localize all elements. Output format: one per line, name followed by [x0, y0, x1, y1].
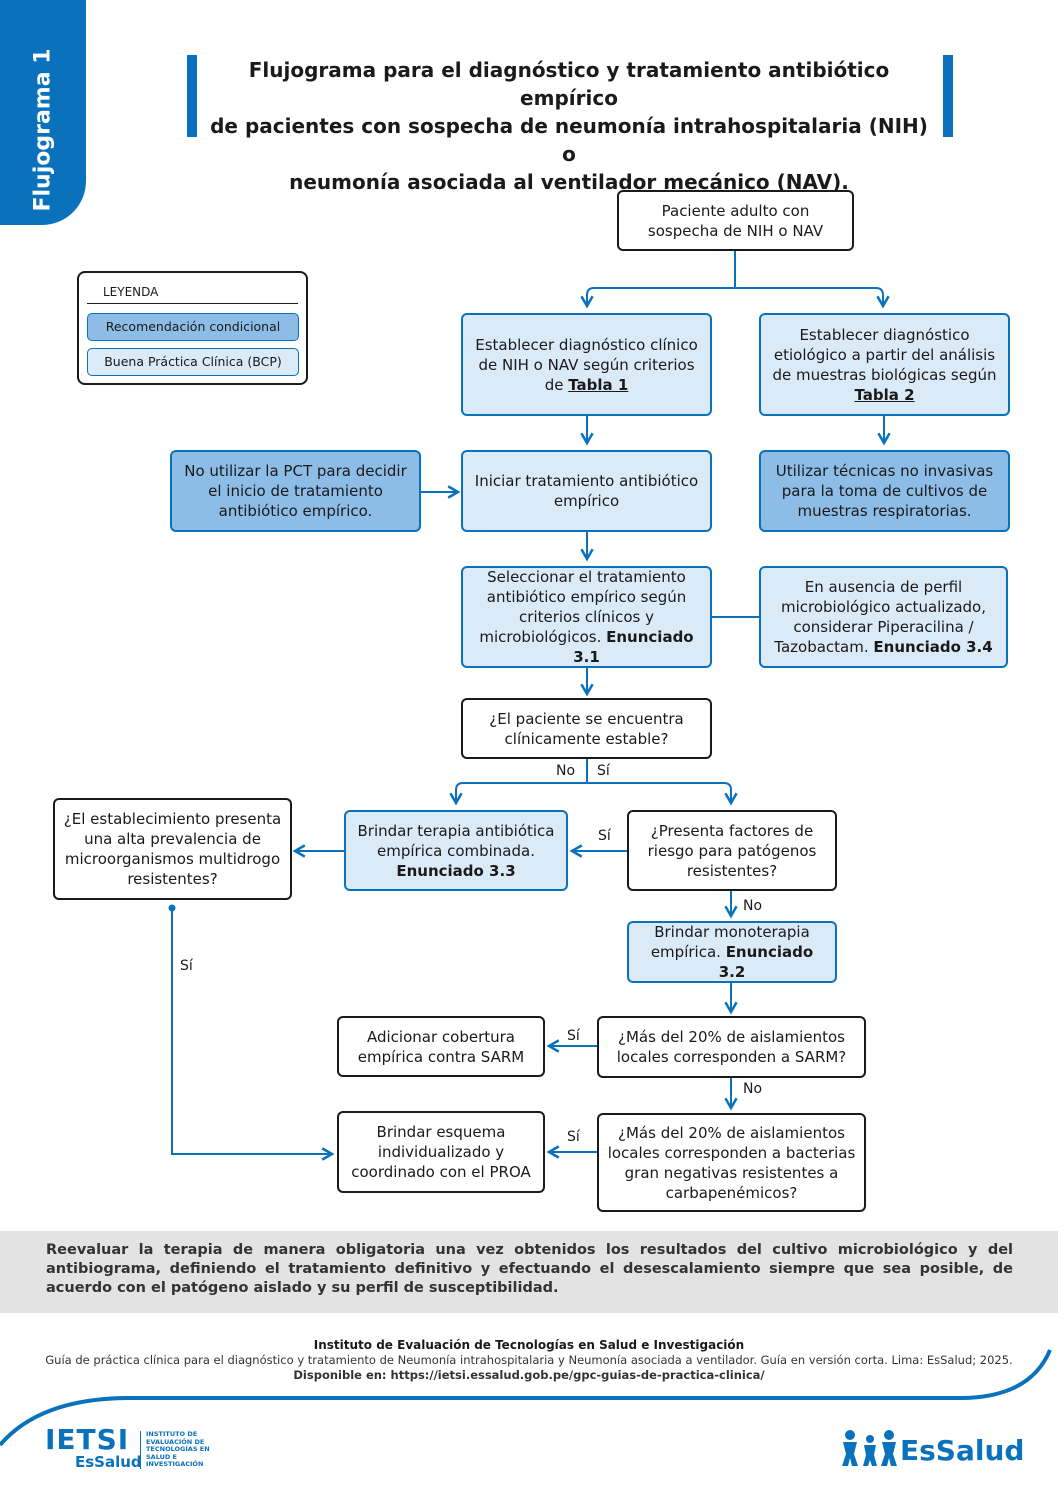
- legend-bcp: Buena Práctica Clínica (BCP): [87, 348, 299, 376]
- ietsi-logo: IETSI EsSalud: [45, 1423, 142, 1471]
- node-proa: Brindar esquema individualizado y coordi…: [337, 1111, 545, 1193]
- connector: [171, 908, 335, 1161]
- label-si: Sí: [598, 828, 611, 844]
- connector: [735, 287, 890, 309]
- side-tab: Flujograma 1: [0, 0, 86, 225]
- citation-link[interactable]: Disponible en: https://ietsi.essalud.gob…: [293, 1368, 765, 1382]
- connector-dot: [168, 904, 176, 912]
- connector: [449, 782, 587, 806]
- label-no: No: [556, 763, 576, 779]
- flow-connectors: [168, 251, 891, 1161]
- node-etiologic-diagnosis: Establecer diagnóstico etiológico a part…: [759, 313, 1010, 416]
- node-piperacillin: En ausencia de perfil microbiológico act…: [759, 566, 1008, 668]
- label-no: No: [743, 898, 763, 914]
- table2-ref: Tabla 2: [854, 385, 915, 404]
- node-start-treatment: Iniciar tratamiento antibiótico empírico: [461, 450, 712, 532]
- reevaluation-note: Reevaluar la terapia de manera obligator…: [46, 1242, 1013, 1296]
- node-risk-question: ¿Presenta factores de riesgo para patóge…: [627, 810, 837, 891]
- title-line: de pacientes con sospecha de neumonía in…: [210, 114, 928, 166]
- label-no: No: [743, 1081, 763, 1097]
- citation: Guía de práctica clínica para el diagnós…: [40, 1353, 1018, 1383]
- node-select-treatment: Seleccionar el tratamiento antibiótico e…: [461, 566, 712, 668]
- title-bar-right: [943, 55, 953, 137]
- footer-swoosh: [0, 1349, 1052, 1447]
- table1-ref: Tabla 1: [568, 375, 629, 394]
- node-stable-question: ¿El paciente se encuentra clínicamente e…: [461, 698, 712, 759]
- connector: [580, 287, 735, 309]
- node-monotherapy: Brindar monoterapia empírica. Enunciado …: [627, 921, 837, 983]
- title-line: Flujograma para el diagnóstico y tratami…: [248, 58, 890, 110]
- node-mdr-question: ¿El establecimiento presenta una alta pr…: [53, 798, 292, 900]
- ietsi-logo-sub: EsSalud: [75, 1453, 142, 1471]
- title-bar-left: [187, 55, 197, 137]
- statement-ref: Enunciado 3.2: [718, 943, 814, 981]
- node-combined-therapy: Brindar terapia antibiótica empírica com…: [344, 810, 568, 891]
- node-clinical-diagnosis: Establecer diagnóstico clínico de NIH o …: [461, 313, 712, 416]
- essalud-logo: EsSalud: [900, 1434, 1025, 1467]
- node-sarm-question: ¿Más del 20% de aislamientos locales cor…: [597, 1016, 866, 1078]
- node-text: En ausencia de perfil microbiológico act…: [774, 578, 987, 656]
- label-si: Sí: [180, 958, 193, 974]
- node-text: Establecer diagnóstico clínico de NIH o …: [475, 335, 698, 394]
- label-si: Sí: [567, 1028, 580, 1044]
- node-text: Brindar terapia antibiótica empírica com…: [357, 821, 555, 860]
- legend-title: LEYENDA: [103, 285, 159, 299]
- ietsi-logo-text: IETSI: [45, 1423, 130, 1456]
- ietsi-logo-description: INSTITUTO DE EVALUACIÓN DE TECNOLOGÍAS E…: [140, 1430, 216, 1469]
- legend-divider: [87, 303, 298, 304]
- statement-ref: Enunciado 3.3: [396, 861, 516, 880]
- legend: LEYENDA Recomendación condicional Buena …: [77, 271, 308, 385]
- statement-ref: Enunciado 3.1: [573, 628, 694, 666]
- label-si: Sí: [597, 763, 610, 779]
- node-text: Brindar monoterapia empírica.: [650, 923, 810, 961]
- node-sarm-coverage: Adicionar cobertura empírica contra SARM: [337, 1016, 545, 1077]
- node-text: Establecer diagnóstico etiológico a part…: [772, 325, 997, 384]
- node-pct: No utilizar la PCT para decidir el inici…: [170, 450, 421, 532]
- family-icon: [842, 1430, 897, 1466]
- node-gram-negative-question: ¿Más del 20% de aislamientos locales cor…: [597, 1113, 866, 1212]
- reevaluation-note-panel: [0, 1231, 1058, 1313]
- label-si: Sí: [567, 1129, 580, 1145]
- node-start: Paciente adulto con sospecha de NIH o NA…: [617, 190, 854, 251]
- statement-ref: Enunciado 3.4: [873, 638, 993, 656]
- legend-conditional: Recomendación condicional: [87, 313, 299, 341]
- institute-name: Instituto de Evaluación de Tecnologías e…: [313, 1338, 745, 1352]
- connector: [587, 782, 738, 806]
- node-noninvasive: Utilizar técnicas no invasivas para la t…: [759, 450, 1010, 532]
- citation-text: Guía de práctica clínica para el diagnós…: [45, 1353, 1013, 1367]
- page-title: Flujograma para el diagnóstico y tratami…: [200, 56, 938, 196]
- node-text: Seleccionar el tratamiento antibiótico e…: [479, 568, 687, 646]
